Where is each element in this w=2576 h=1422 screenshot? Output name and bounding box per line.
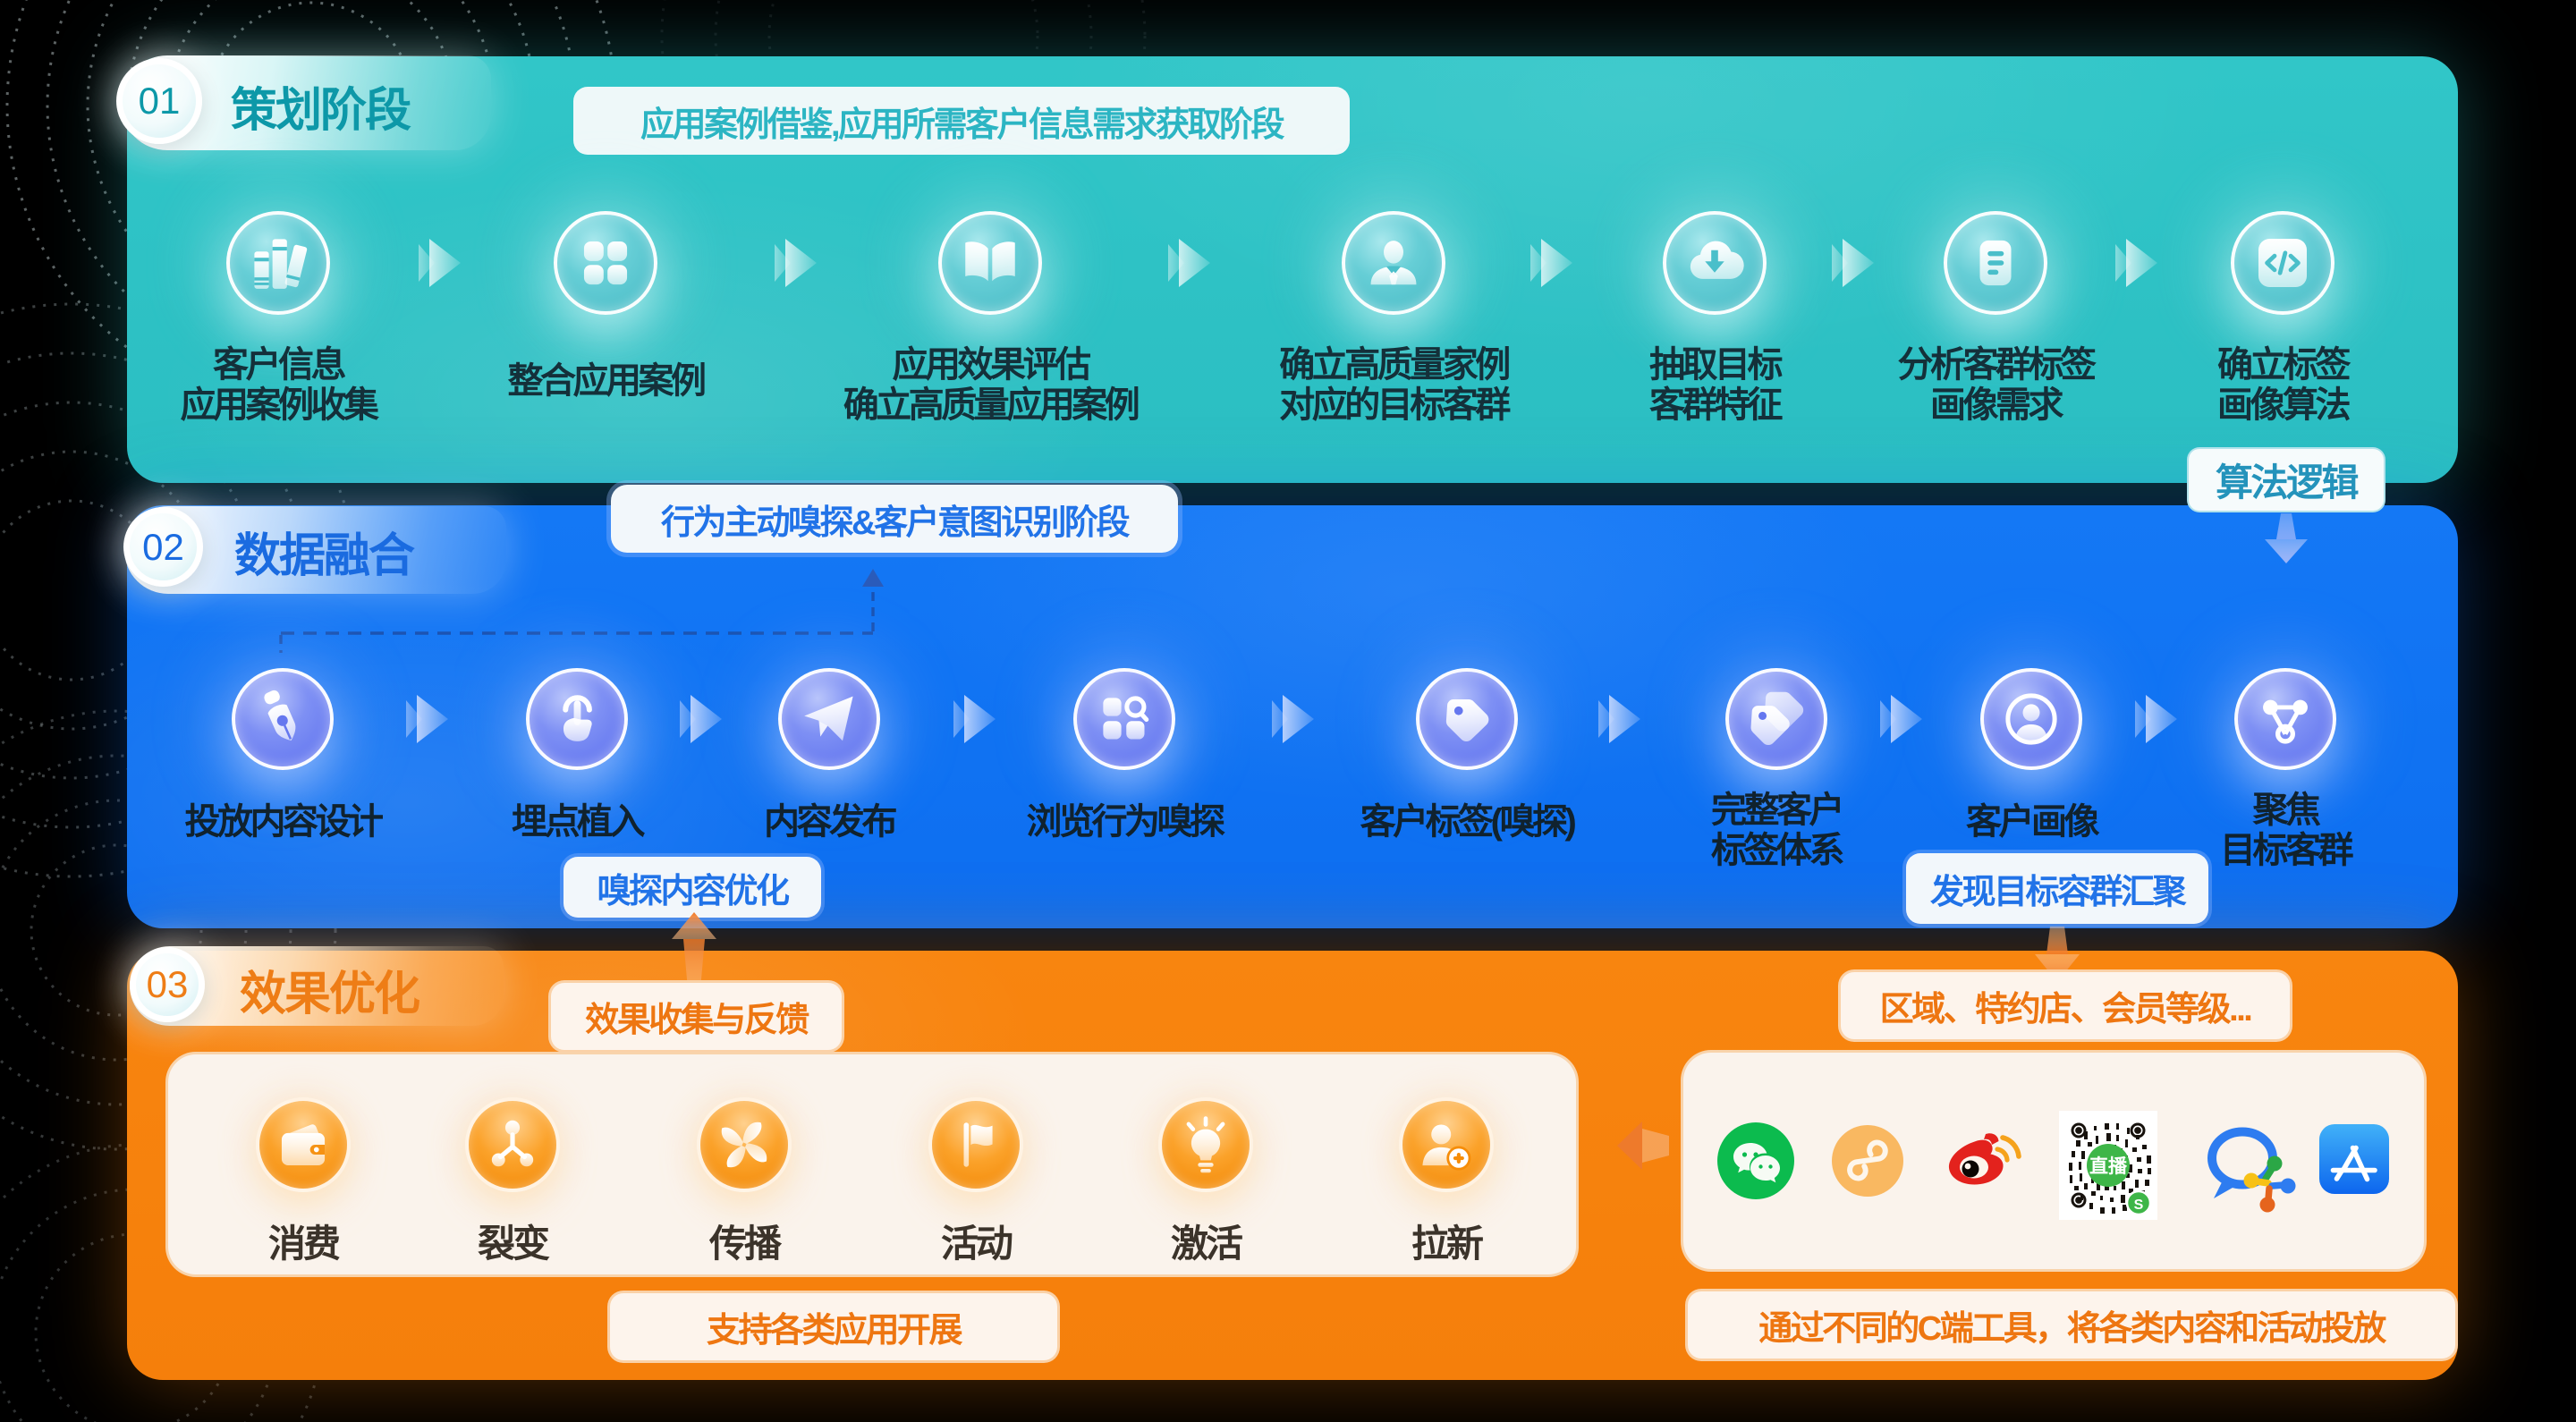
svg-text:直播: 直播: [2089, 1156, 2128, 1177]
svg-text:S: S: [2134, 1198, 2144, 1213]
